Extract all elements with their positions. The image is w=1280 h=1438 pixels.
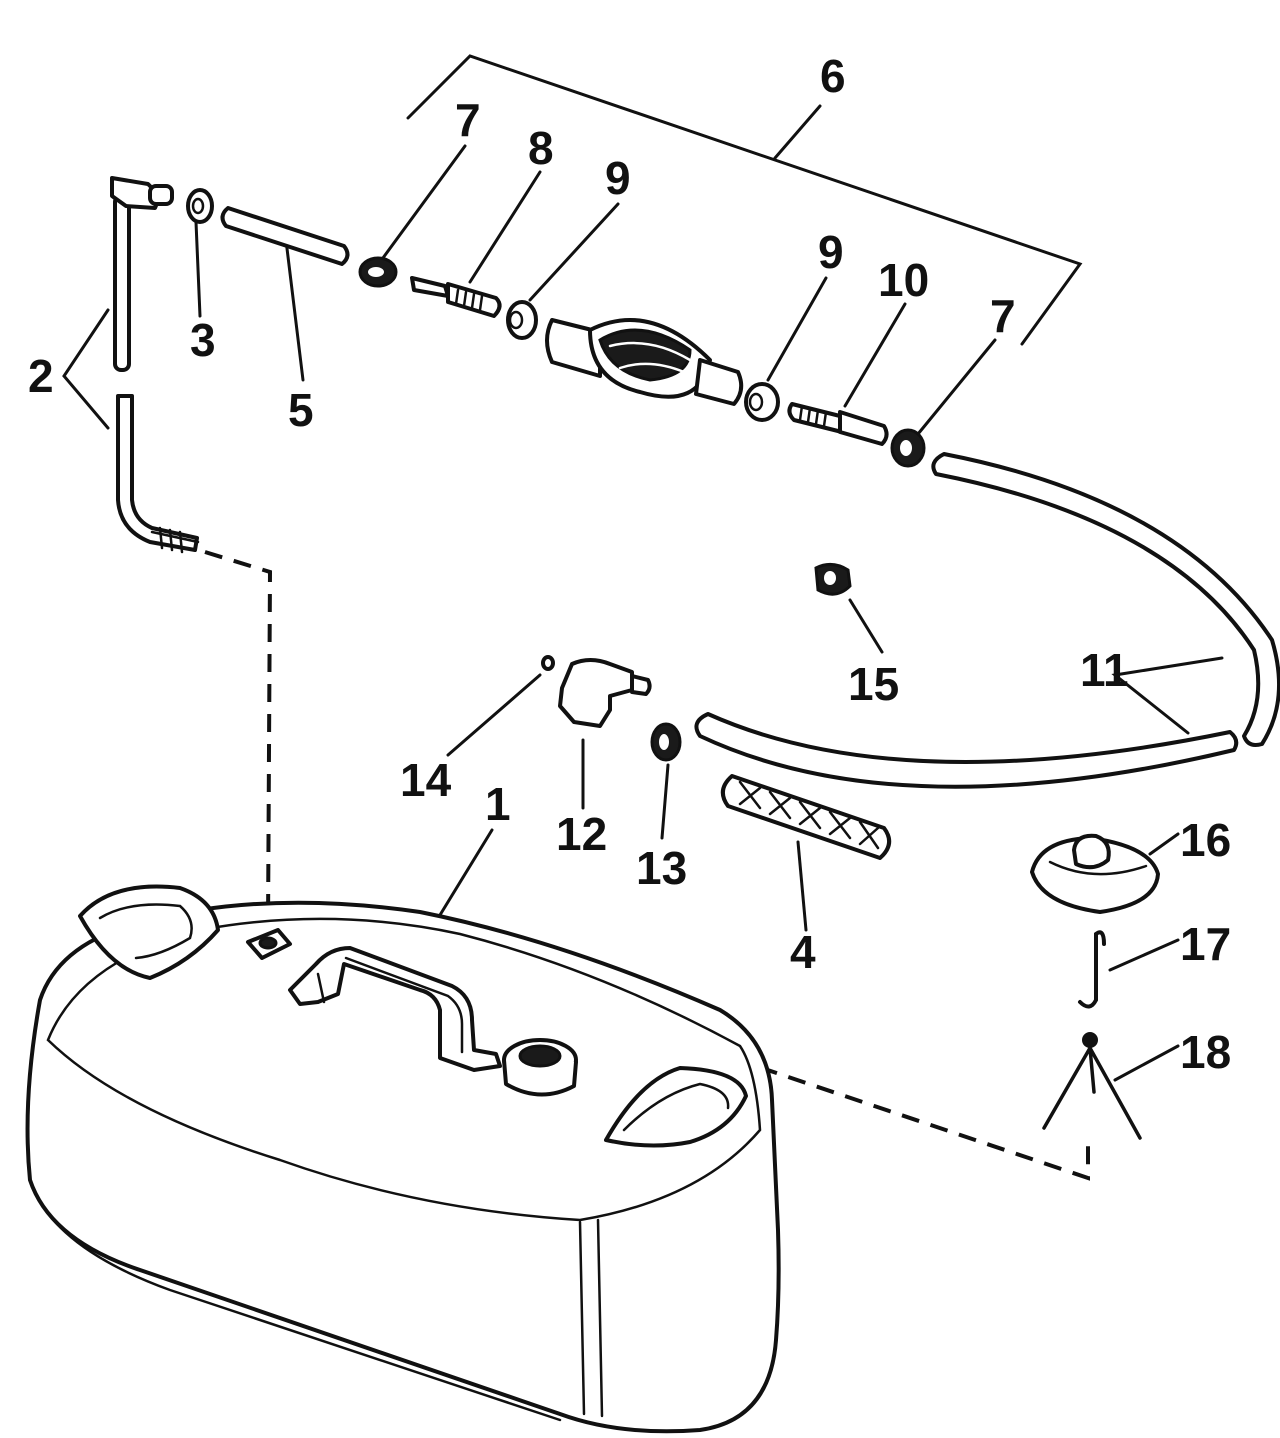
callout-3: 3 xyxy=(190,314,216,366)
o-ring-14 xyxy=(541,655,555,671)
leader-lines xyxy=(62,54,1224,1082)
hose-fitting-10 xyxy=(787,402,889,446)
callout-1: 1 xyxy=(485,778,511,830)
filler-cap-16 xyxy=(1030,833,1160,914)
assembly-dashed-lines xyxy=(204,550,1090,1181)
fuel-hose-11 xyxy=(694,452,1280,789)
callout-13: 13 xyxy=(636,842,687,894)
s-hook-17 xyxy=(1078,930,1106,1009)
callout-4: 4 xyxy=(790,926,816,978)
fuel-tank-1 xyxy=(25,884,781,1434)
callout-10: 10 xyxy=(878,254,929,306)
clip-9b xyxy=(744,382,780,422)
callout-17: 17 xyxy=(1180,918,1231,970)
hose-fitting-8 xyxy=(410,276,502,318)
callout-11: 11 xyxy=(1080,644,1129,696)
callout-5: 5 xyxy=(288,384,314,436)
callout-6: 6 xyxy=(820,50,846,102)
callout-8: 8 xyxy=(528,122,554,174)
hose-clamp-7a xyxy=(358,256,398,288)
callout-15: 15 xyxy=(848,658,899,710)
primer-bulb xyxy=(545,318,744,406)
callout-2: 2 xyxy=(28,350,54,402)
callout-18: 18 xyxy=(1180,1026,1231,1078)
tank-connector-12 xyxy=(558,658,652,728)
short-hose-5 xyxy=(220,206,350,266)
callout-12: 12 xyxy=(556,808,607,860)
hose-clamp-3 xyxy=(186,188,214,224)
hose-clamp-7b xyxy=(890,428,926,468)
callout-9a: 9 xyxy=(605,152,631,204)
pickup-tube xyxy=(110,176,200,554)
callout-14: 14 xyxy=(400,754,452,806)
clip-9a xyxy=(506,300,538,340)
hose-clamp-13 xyxy=(650,722,682,762)
hose-sleeve-4 xyxy=(720,774,892,860)
callout-7a: 7 xyxy=(455,94,481,146)
callout-7b: 7 xyxy=(990,290,1016,342)
callout-16: 16 xyxy=(1180,814,1231,866)
callout-9b: 9 xyxy=(818,226,844,278)
chain-18 xyxy=(1042,1032,1142,1140)
clamp-15 xyxy=(814,563,852,596)
